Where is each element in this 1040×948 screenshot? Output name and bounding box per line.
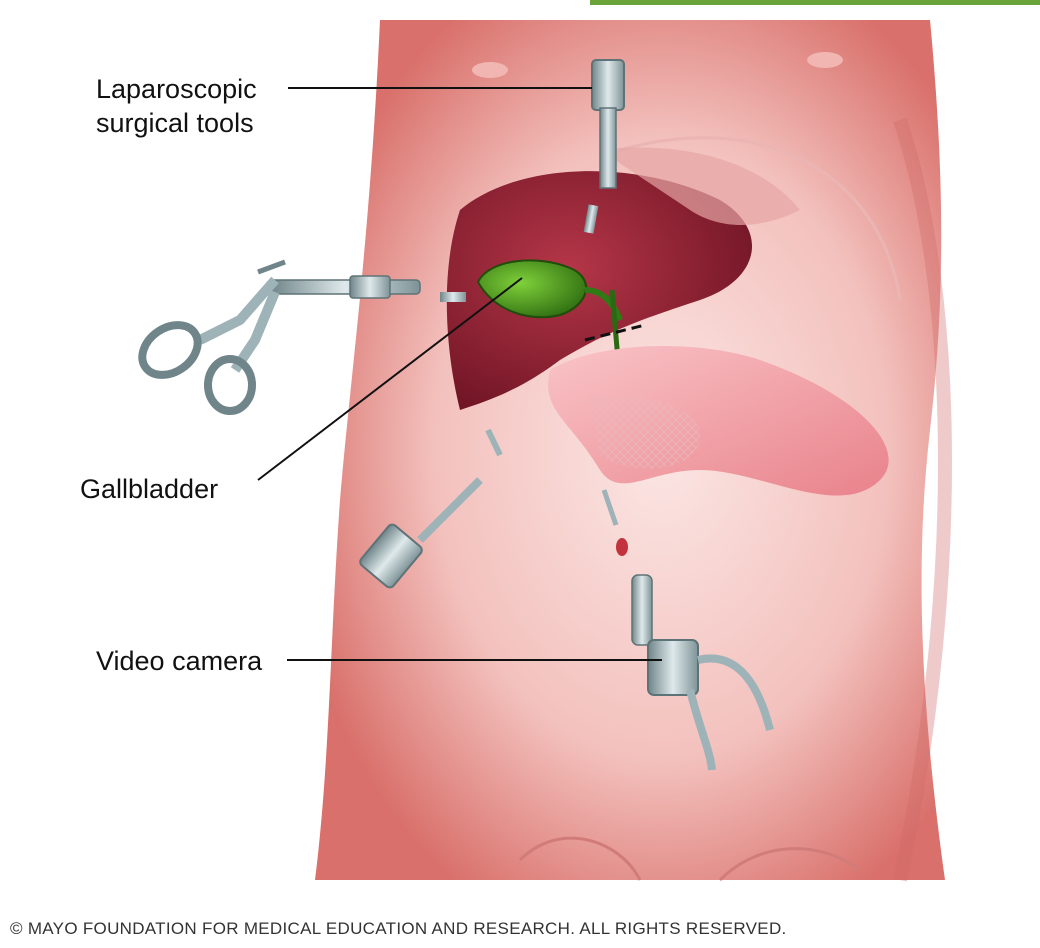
label-video-camera: Video camera — [96, 644, 262, 678]
label-gallbladder: Gallbladder — [80, 472, 218, 506]
copyright-notice: © MAYO FOUNDATION FOR MEDICAL EDUCATION … — [10, 919, 787, 939]
top-accent-bar — [590, 0, 1040, 5]
nipple-right — [807, 52, 843, 68]
nipple-left — [472, 62, 508, 78]
label-tools-line-2: surgical tools — [96, 106, 257, 140]
label-tools-line-1: Laparoscopic — [96, 72, 257, 106]
label-laparoscopic-surgical-tools: Laparoscopic surgical tools — [96, 72, 257, 140]
